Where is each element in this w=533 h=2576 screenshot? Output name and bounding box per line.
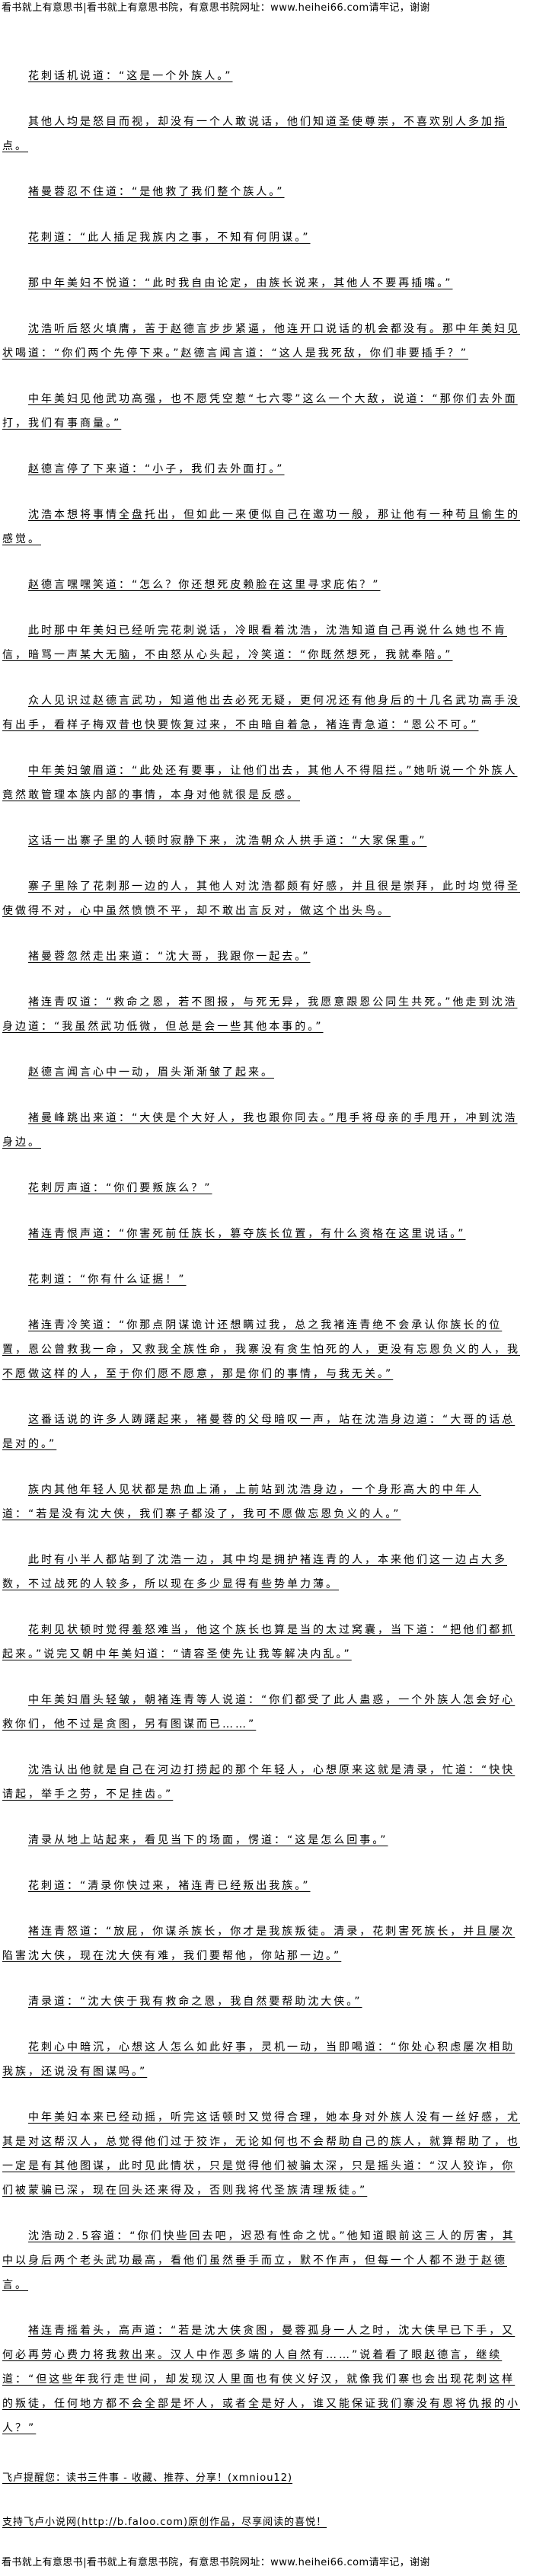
paragraph: 清录道：“沈大侠于我有救命之恩，我自然要帮助沈大侠。”	[28, 1996, 362, 2008]
paragraph: 沈浩本想将事情全盘托出，但如此一来便似自己在邀功一般，那让他有一种苟且偷生的感觉…	[2, 509, 520, 545]
paragraph: 花刺道：“你有什么证据！”	[28, 1274, 187, 1286]
paragraph: 中年美妇眉头轻皱，朝褚连青等人说道：“你们都受了此人蛊惑，一个外族人怎会好心救你…	[2, 1694, 515, 1731]
paragraph: 花刺话机说道：“这是一个外族人。”	[28, 70, 233, 82]
site-banner-bottom: 看书就上有意思书|看书就上有意思书院，有意思书院网址：www.heihei66.…	[2, 2557, 430, 2568]
faloo-support-link[interactable]: 支持飞卢小说网(http://b.faloo.com)原创作品，尽享阅读的喜悦！	[2, 2517, 327, 2528]
paragraph: 族内其他年轻人见状都是热血上涌，上前站到沈浩身边，一个身形高大的中年人道：“若是…	[2, 1484, 481, 1520]
paragraph: 花刺心中暗沉，心想这人怎么如此好事，灵机一动，当即喝道：“你处心积虑屡次相助我族…	[2, 2041, 515, 2078]
paragraph: 清录从地上站起来，看见当下的场面，愣道：“这是怎么回事。”	[28, 1834, 388, 1846]
paragraph: 褚连青叹道：“救命之恩，若不图报，与死无异，我愿意跟恩公同生共死。”他走到沈浩身…	[2, 996, 518, 1033]
paragraph: 褚连青怒道：“放屁，你谋杀族长，你才是我族叛徒。清录，花刺害死族长，并且屡次陷害…	[2, 1926, 515, 1962]
paragraph: 那中年美妇不悦道：“此时我自由论定，由族长说来，其他人不要再插嘴。”	[28, 277, 453, 289]
paragraph: 赵德言停了下来道：“小子，我们去外面打。”	[28, 463, 285, 475]
faloo-reminder: 飞卢提醒您：读书三件事 - 收藏、推荐、分享！(xmniou12)	[2, 2472, 293, 2484]
paragraph: 褚连青摇着头，高声道：“若是沈大侠贪图，曼蓉孤身一人之时，沈大侠早已下手，又何必…	[2, 2325, 520, 2434]
paragraph: 褚曼蓉忽然走出来道：“沈大哥，我跟你一起去。”	[28, 951, 311, 963]
paragraph: 这番话说的许多人踌躇起来，褚曼蓉的父母暗叹一声，站在沈浩身边道：“大哥的话总是对…	[2, 1414, 515, 1450]
paragraph: 这话一出寨子里的人顿时寂静下来，沈浩朝众人拱手道：“大家保重。”	[28, 835, 427, 847]
paragraph: 褚连青冷笑道：“你那点阴谋诡计还想瞒过我，总之我褚连青绝不会承认你族长的位置，恩…	[2, 1319, 520, 1380]
paragraph: 沈浩认出他就是自己在河边打捞起的那个年轻人，心想原来这就是清录，忙道：“快快请起…	[2, 1764, 515, 1801]
paragraph: 花刺道：“清录你快过来，褚连青已经叛出我族。”	[28, 1880, 311, 1892]
paragraph: 褚曼峰跳出来道：“大侠是个大好人，我也跟你同去。”甩手将母亲的手甩开，冲到沈浩身…	[2, 1112, 518, 1149]
paragraph: 褚连青恨声道：“你害死前任族长，篡夺族长位置，有什么资格在这里说话。”	[28, 1228, 466, 1240]
paragraph: 沈浩听后怒火填膺，苦于赵德言步步紧逼，他连开口说话的机会都没有。那中年美妇见状喝…	[2, 323, 520, 360]
paragraph: 中年美妇皱眉道：“此处还有要事，让他们出去，其他人不得阻拦。”她听说一个外族人竟…	[2, 765, 518, 801]
paragraph: 中年美妇见他武功高强，也不愿凭空惹“七六零”这么一个大敌，说道：“那你们去外面打…	[2, 393, 518, 430]
article-body: 花刺话机说道：“这是一个外族人。” 其他人均是怒目而视，却没有一个人敢说话，他们知…	[2, 64, 520, 2440]
paragraph: 赵德言闻言心中一动，眉头渐渐皱了起来。	[28, 1066, 274, 1079]
paragraph: 众人见识过赵德言武功，知道他出去必死无疑，更何况还有他身后的十几名武功高手没有出…	[2, 695, 520, 731]
paragraph: 此时那中年美妇已经听完花刺说话，冷眼看着沈浩，沈浩知道自己再说什么她也不肯信，暗…	[2, 625, 507, 661]
paragraph: 花刺道：“此人插足我族内之事，不知有何阴谋。”	[28, 232, 311, 244]
paragraph: 花刺厉声道：“你们要叛族么？”	[28, 1182, 212, 1194]
paragraph: 其他人均是怒目而视，却没有一个人敢说话，他们知道圣使尊崇，不喜欢别人多加指点。	[2, 116, 507, 152]
paragraph: 褚曼蓉忍不住道：“是他救了我们整个族人。”	[28, 186, 285, 198]
paragraph: 赵德言嘿嘿笑道：“怎么？你还想死皮赖脸在这里寻求庇佑？”	[28, 579, 381, 591]
paragraph: 沈浩动2.5容道：“你们快些回去吧，迟恐有性命之忧。”他知道眼前这三人的厉害，其…	[2, 2230, 515, 2291]
paragraph: 花刺见状顿时觉得羞怒难当，他这个族长也算是当的太过窝囊，当下道：“把他们都抓起来…	[2, 1624, 515, 1660]
paragraph: 寨子里除了花刺那一边的人，其他人对沈浩都颇有好感，并且很是崇拜，此时均觉得圣使做…	[2, 881, 520, 917]
site-banner-top: 看书就上有意思书|看书就上有意思书院，有意思书院网址：www.heihei66.…	[2, 2, 430, 14]
paragraph: 中年美妇本来已经动摇，听完这话顿时又觉得合理，她本身对外族人没有一丝好感，尤其是…	[2, 2111, 520, 2197]
paragraph: 此时有小半人都站到了沈浩一边，其中均是拥护褚连青的人，本来他们这一边占大多数，不…	[2, 1554, 507, 1590]
